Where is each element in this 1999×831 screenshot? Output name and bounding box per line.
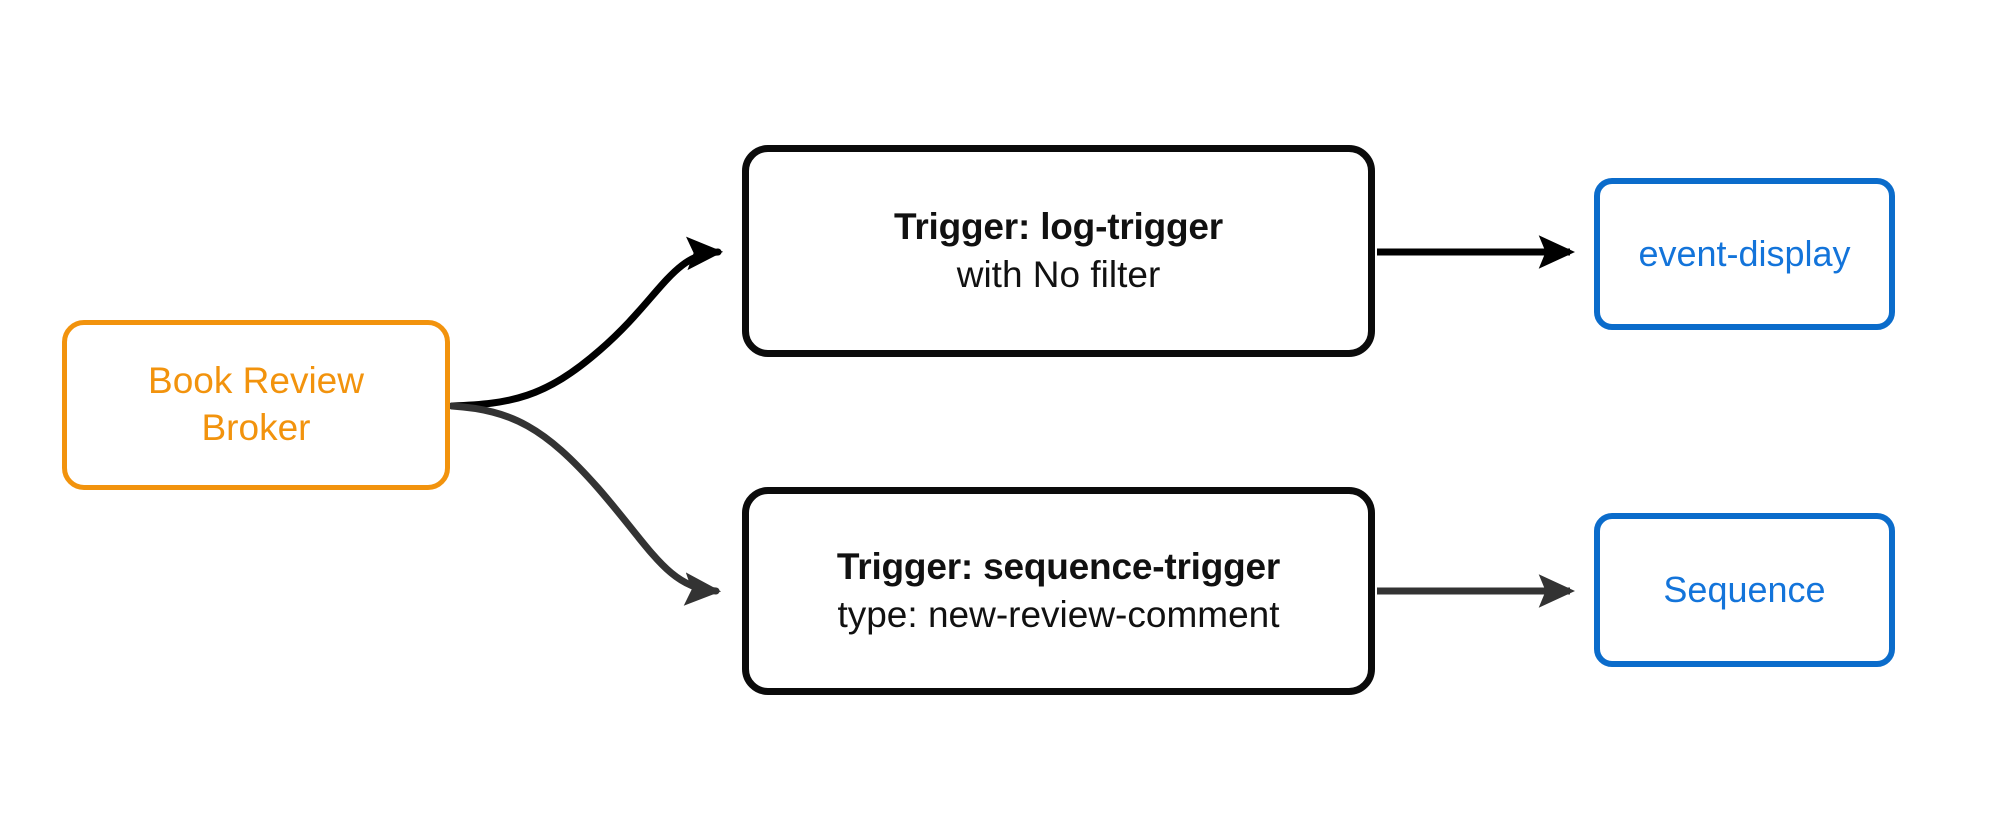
node-trigger-log-trigger[interactable]: Trigger: log-trigger with No filter xyxy=(742,145,1375,357)
node-consumer-event-display[interactable]: event-display xyxy=(1594,178,1895,330)
trigger-sequence-title: Trigger: sequence-trigger xyxy=(836,546,1281,587)
node-consumer-sequence[interactable]: Sequence xyxy=(1594,513,1895,667)
trigger-sequence-subtitle: type: new-review-comment xyxy=(837,594,1280,635)
node-trigger-sequence-trigger[interactable]: Trigger: sequence-trigger type: new-revi… xyxy=(742,487,1375,695)
edge-broker-to-sequence-trigger xyxy=(448,402,722,606)
broker-label-line-1: Book Review xyxy=(148,360,364,402)
edge-broker-to-log-trigger xyxy=(448,236,724,410)
broker-label-line-2: Broker xyxy=(201,407,311,448)
node-book-review-broker[interactable]: Book Review Broker xyxy=(62,320,450,490)
consumer-event-display-label: event-display xyxy=(1638,233,1851,274)
consumer-sequence-label: Sequence xyxy=(1663,569,1826,610)
trigger-log-title: Trigger: log-trigger xyxy=(893,206,1223,247)
trigger-log-subtitle: with No filter xyxy=(956,254,1161,295)
